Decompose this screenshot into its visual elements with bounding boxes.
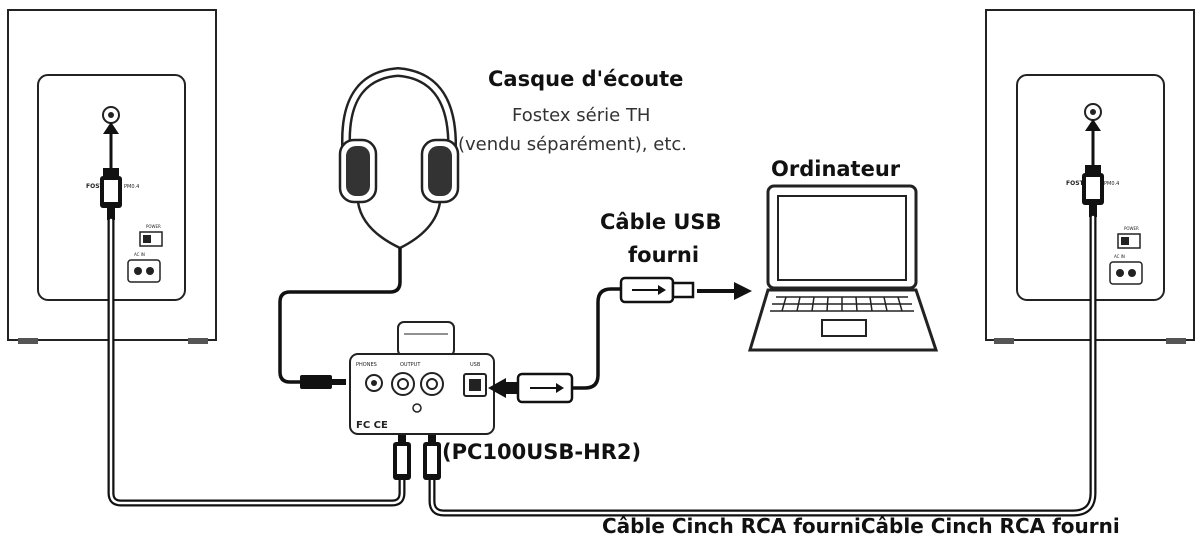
audio-interface: PHONES OUTPUT USB FC CE [349, 321, 495, 435]
headphone-cable [278, 248, 402, 389]
left-speaker-ac-inlet [127, 259, 161, 283]
computer-label: Ordinateur [771, 157, 901, 181]
left-speaker-brand: FOSTEX [86, 183, 113, 190]
right-speaker-model: PM0.4 [1104, 181, 1119, 187]
laptop-trackpad [821, 319, 867, 337]
device-fcc-logo: FC CE [356, 420, 388, 431]
headphones-note: (vendu séparément), etc. [458, 134, 687, 155]
rca-cables [107, 213, 1097, 517]
headphone-plug [300, 375, 332, 389]
right-speaker-power-label: POWER [1124, 226, 1139, 231]
right-speaker-ac-label: AC IN [1114, 254, 1125, 259]
left-speaker-model: PM0.4 [124, 184, 139, 190]
usb-cable-label-line1: Câble USB [600, 210, 722, 234]
usb-cable-label-line2: fourni [628, 243, 700, 267]
laptop-computer [747, 184, 939, 352]
headphones [338, 66, 460, 250]
usb-arrow-to-device [488, 378, 506, 398]
usb-cable [488, 276, 752, 404]
device-phones-label: PHONES [356, 362, 377, 368]
headphones-series: Fostex série TH [512, 105, 651, 126]
right-speaker-brand: FOSTEX [1066, 180, 1093, 187]
right-speaker-rca-plug [1082, 119, 1104, 217]
device-model-label: (PC100USB-HR2) [442, 440, 642, 464]
left-speaker-ac-label: AC IN [134, 252, 145, 257]
right-speaker-ac-inlet [1109, 261, 1143, 285]
device-output-label: OUTPUT [400, 362, 421, 368]
left-speaker-rca-plug [100, 122, 122, 220]
usb-arrow-to-computer [734, 282, 752, 300]
left-speaker-power-label: POWER [146, 224, 161, 229]
headphones-title: Casque d'écoute [488, 67, 684, 91]
rca-cable-label: Câble Cinch RCA fourniCâble Cinch RCA fo… [602, 514, 1120, 538]
device-usb-label: USB [470, 362, 481, 368]
